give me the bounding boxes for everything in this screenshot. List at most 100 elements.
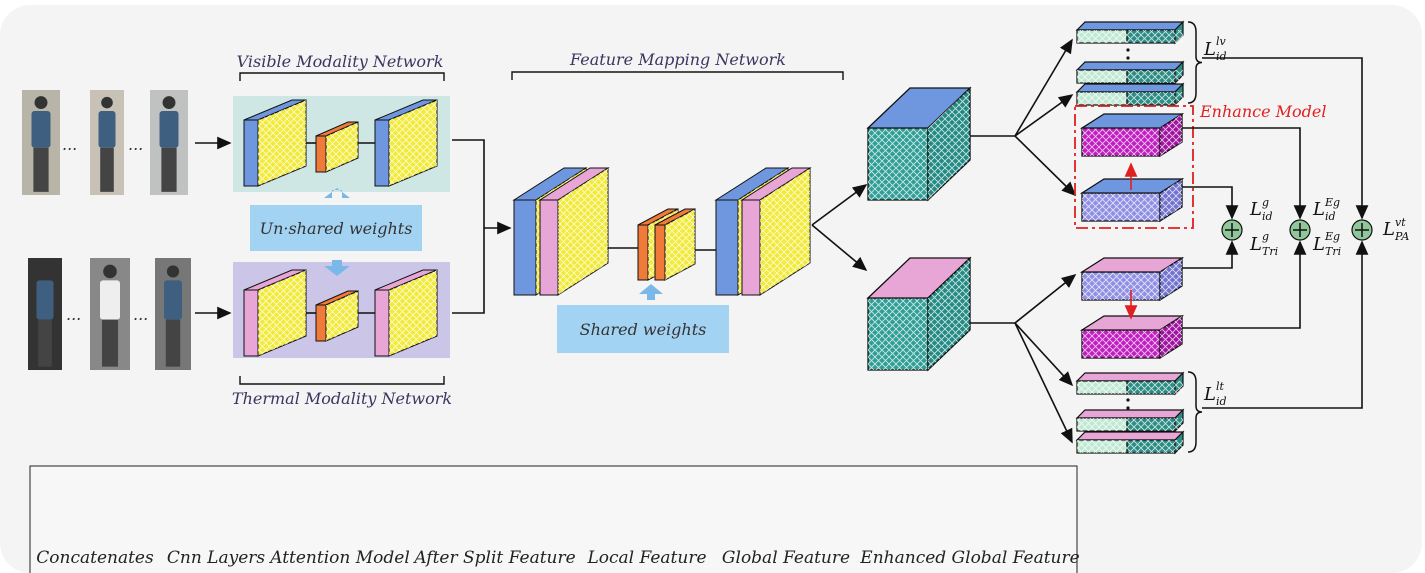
visible-global-feature-hatch — [1160, 179, 1182, 221]
loss-subscript: id — [1216, 395, 1227, 408]
visible-enhanced-global-feature-hatch — [1082, 128, 1160, 156]
thermal-split-feature — [866, 256, 972, 372]
loss-local-visible: L lv id — [1203, 35, 1227, 63]
thermal-person-image-head — [103, 264, 117, 279]
visible-person-image-head — [162, 96, 176, 110]
loss-subscript: PA — [1394, 230, 1409, 243]
plus-icon — [1355, 223, 1369, 237]
up-arrow-icon — [639, 284, 663, 300]
thermal-person-image — [28, 258, 62, 370]
loss-enhanced-id: L Eg id — [1312, 196, 1340, 223]
thermal-attention-layer — [315, 290, 359, 342]
visible-person-image-torso — [159, 111, 179, 148]
visible-local-feature-top — [1075, 21, 1185, 31]
branch-arrow — [1014, 322, 1074, 387]
visible-person-image-head — [101, 96, 113, 109]
visible-global-feature-hatch — [1082, 193, 1160, 221]
visible-person-image — [22, 90, 60, 195]
loss-subscript: id — [1216, 50, 1227, 63]
legend-label-after-split-feature: After Split Feature — [412, 548, 575, 568]
loss-subscript: Tri — [1325, 245, 1341, 258]
mapping-cnn-layer-edge — [741, 199, 761, 296]
split-arrow — [811, 184, 868, 226]
mapping-cnn-layer-edge — [513, 199, 537, 296]
thermal-global-feature — [1079, 256, 1185, 302]
ellipsis: ... — [66, 305, 81, 324]
mapping-cnn-layer — [740, 167, 812, 296]
vertical-dot — [1126, 406, 1130, 410]
visible-attention-layer — [315, 121, 359, 173]
shared-weights-label: Shared weights — [580, 320, 707, 339]
loss-global-id: L g id — [1249, 196, 1273, 223]
thermal-local-feature — [1075, 408, 1185, 433]
plus-icon — [1225, 223, 1239, 237]
thermal-cnn-layer-edge — [243, 289, 259, 357]
legend-label-concatenates: Concatenates — [36, 548, 154, 568]
visible-local-feature-hatch — [1077, 30, 1183, 43]
visible-cnn-layer — [374, 99, 438, 187]
vertical-dot — [1126, 398, 1130, 402]
mapping-attention-layer — [654, 208, 696, 281]
visible-local-brace — [1187, 21, 1203, 104]
loss-superscript: vt — [1395, 216, 1406, 229]
loss-superscript: g — [1262, 230, 1269, 243]
legend-box — [29, 465, 1078, 573]
vertical-dot — [1126, 48, 1130, 52]
thermal-attention-layer-edge — [315, 304, 327, 342]
thermal-split-feature-hatch — [928, 258, 970, 370]
visible-local-feature — [1075, 60, 1185, 85]
loss-superscript: Eg — [1324, 196, 1340, 209]
visible-cnn-layer-edge — [243, 119, 259, 187]
thermal-local-feature-top — [1075, 372, 1185, 382]
thermal-cnn-layer-edge — [374, 289, 390, 357]
thermal-network-title: Thermal Modality Network — [232, 389, 452, 408]
visible-local-feature — [1075, 82, 1185, 107]
down-arrow-icon — [324, 260, 350, 276]
loss-pa: L vt PA — [1382, 216, 1409, 243]
loss-subscript: Tri — [1262, 245, 1278, 258]
up-arrow-icon — [324, 188, 350, 198]
ellipsis: ... — [128, 135, 143, 154]
concatenate-enhanced — [1289, 219, 1311, 241]
thermal-cnn-layer-hatch — [389, 270, 437, 356]
visible-split-feature-hatch — [868, 128, 928, 200]
mapping-attention-layer-hatch — [665, 209, 695, 280]
thermal-person-image-torso — [100, 280, 120, 320]
branch-arrow — [1014, 38, 1073, 137]
thermal-local-feature-hatch — [1077, 440, 1183, 453]
loss-base: L — [1382, 219, 1395, 240]
split-arrow — [811, 224, 868, 272]
thermal-split-feature-hatch — [868, 298, 928, 370]
feature-mapping-bracket — [511, 71, 844, 80]
visible-person-image — [90, 90, 124, 195]
concatenate-global — [1221, 219, 1243, 241]
mapping-attention-layer-edge — [637, 224, 649, 281]
thermal-person-image-torso — [164, 280, 182, 320]
thermal-local-brace — [1187, 371, 1203, 453]
legend-label-global-feature: Global Feature — [722, 548, 850, 568]
thermal-local-feature-hatch — [1077, 418, 1183, 431]
thermal-attention-layer-hatch — [326, 291, 358, 341]
visible-network-title: Visible Modality Network — [237, 52, 444, 71]
thermal-person-image-legs — [102, 319, 118, 367]
visible-person-image-torso — [31, 111, 51, 148]
loss-subscript: id — [1262, 210, 1273, 223]
visible-person-image-legs — [33, 147, 49, 192]
loss-line — [1202, 57, 1369, 220]
shared-weights-box — [557, 305, 729, 353]
thermal-person-image — [90, 258, 130, 370]
loss-global-triplet: L g Tri — [1249, 230, 1278, 258]
mapping-attention-layer-edge — [654, 224, 666, 281]
unshared-weights-label: Un·shared weights — [260, 219, 413, 238]
thermal-enhanced-global-feature — [1079, 314, 1185, 360]
thermal-local-feature — [1075, 430, 1185, 455]
loss-line — [1202, 240, 1369, 409]
mapping-cnn-layer-hatch — [558, 168, 608, 295]
thermal-local-feature-hatch — [1077, 381, 1183, 394]
visible-attention-layer-hatch — [326, 122, 358, 172]
branch-arrow — [1014, 135, 1077, 197]
loss-subscript: id — [1325, 210, 1336, 223]
visible-split-feature — [866, 86, 972, 202]
visible-person-image-torso — [98, 111, 116, 148]
mapping-cnn-layer-edge — [715, 199, 739, 296]
